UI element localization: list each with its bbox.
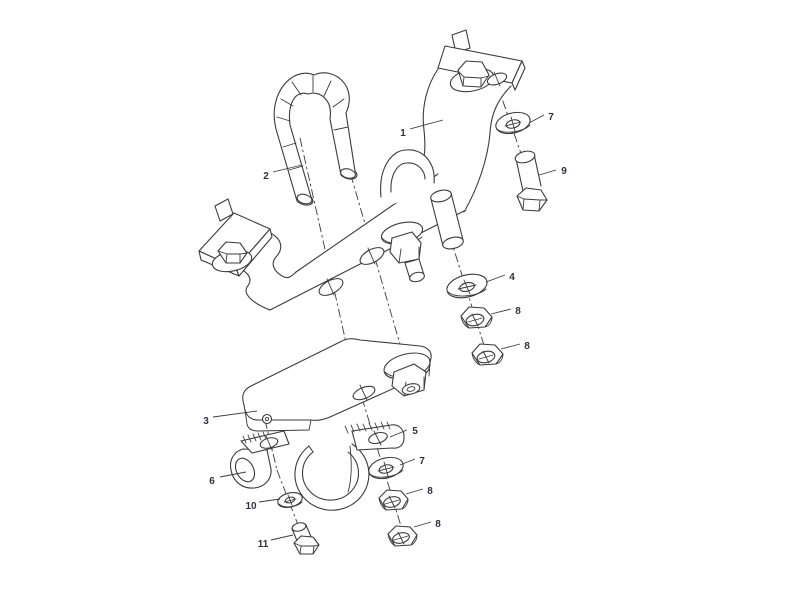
callouts-layer: 1 2 3 4 5 6 7 7 8 8 8 8 9 10 11 xyxy=(203,112,567,550)
bracket-z-bend-inner xyxy=(236,266,271,311)
spacer-tube xyxy=(430,189,464,250)
leader-line-7b xyxy=(399,458,416,466)
clamp-serrations xyxy=(344,421,391,434)
plate-stud-bolt xyxy=(383,352,431,397)
part-callout-8b: 8 xyxy=(524,341,530,352)
leader-line-8c xyxy=(405,488,424,495)
u-bolt-outline xyxy=(273,72,358,206)
part-7-washer-upper xyxy=(495,111,531,135)
bracket-z-bend xyxy=(265,230,297,279)
bracket-arch-inner xyxy=(390,162,426,193)
part-callout-7b: 7 xyxy=(419,456,425,467)
leader-line-2 xyxy=(272,164,303,173)
part-1-main-bracket xyxy=(198,29,526,311)
part-callout-8a: 8 xyxy=(515,306,521,317)
leader-line-1 xyxy=(409,119,444,130)
part-8-nut-d xyxy=(387,525,418,547)
part-7-washer-lower xyxy=(368,456,404,480)
leader-line-3 xyxy=(212,410,258,418)
part-10-washer-small xyxy=(277,492,303,508)
part-5-pipe-clamp-large xyxy=(294,421,405,512)
leader-line-8b xyxy=(500,343,521,350)
leader-line-6 xyxy=(219,471,247,478)
part-callout-4: 4 xyxy=(509,272,515,283)
part-callout-3: 3 xyxy=(203,416,209,427)
bracket-strap-edge xyxy=(463,85,512,213)
stud-hex xyxy=(389,231,422,264)
bolt-shaft-end xyxy=(291,522,307,532)
plate-small-hole xyxy=(261,413,273,425)
part-callout-5: 5 xyxy=(412,426,418,437)
plate-face xyxy=(242,338,432,421)
part-callout-10: 10 xyxy=(245,501,257,512)
part-3-mounting-plate xyxy=(242,338,432,432)
spacer-top xyxy=(430,189,452,203)
bracket-left-plate xyxy=(198,198,273,277)
leader-line-7a xyxy=(528,114,545,124)
leader-line-9 xyxy=(538,169,557,176)
u-bolt-leg-end xyxy=(340,168,356,179)
bracket-top-tab xyxy=(451,29,471,54)
part-9-bolt xyxy=(514,150,548,212)
clamp-loop-outer xyxy=(294,443,370,511)
part-callout-1: 1 xyxy=(400,128,406,139)
leader-line-4 xyxy=(485,274,506,283)
leader-line-10 xyxy=(258,498,281,503)
part-callout-9: 9 xyxy=(561,166,567,177)
spacer-bottom xyxy=(442,236,464,250)
center-line xyxy=(496,83,538,201)
part-callout-6: 6 xyxy=(209,476,215,487)
clamp-loop-inner xyxy=(301,451,360,501)
part-11-bolt-small xyxy=(291,522,320,555)
part-callout-8d: 8 xyxy=(435,519,441,530)
clamp-strap-fold xyxy=(347,445,352,493)
part-8-nut-b xyxy=(471,343,504,366)
leader-line-8a xyxy=(490,308,512,315)
clamp-serrations xyxy=(242,431,267,444)
part-callout-8c: 8 xyxy=(427,486,433,497)
part-8-nut-a xyxy=(460,306,493,329)
leader-line-11 xyxy=(270,534,294,541)
bracket-top-plate-edge xyxy=(511,60,526,91)
bracket-arch-outer xyxy=(380,149,435,198)
part-6-pipe-clamp-small xyxy=(229,430,290,489)
part-callout-2: 2 xyxy=(263,171,269,182)
leader-line-8d xyxy=(413,521,432,528)
u-bolt-leg-end xyxy=(296,193,313,205)
part-2-u-bolt xyxy=(273,72,358,206)
part-callout-7a: 7 xyxy=(548,112,554,123)
part-callout-11: 11 xyxy=(258,539,269,550)
bar-stud-bolt xyxy=(380,221,425,283)
bolt-shaft-end xyxy=(514,150,536,164)
leader-line-5 xyxy=(389,429,408,438)
part-4-washer xyxy=(446,273,488,299)
u-bolt-bend-ticks xyxy=(276,75,349,171)
part-8-nut-c xyxy=(378,489,409,511)
